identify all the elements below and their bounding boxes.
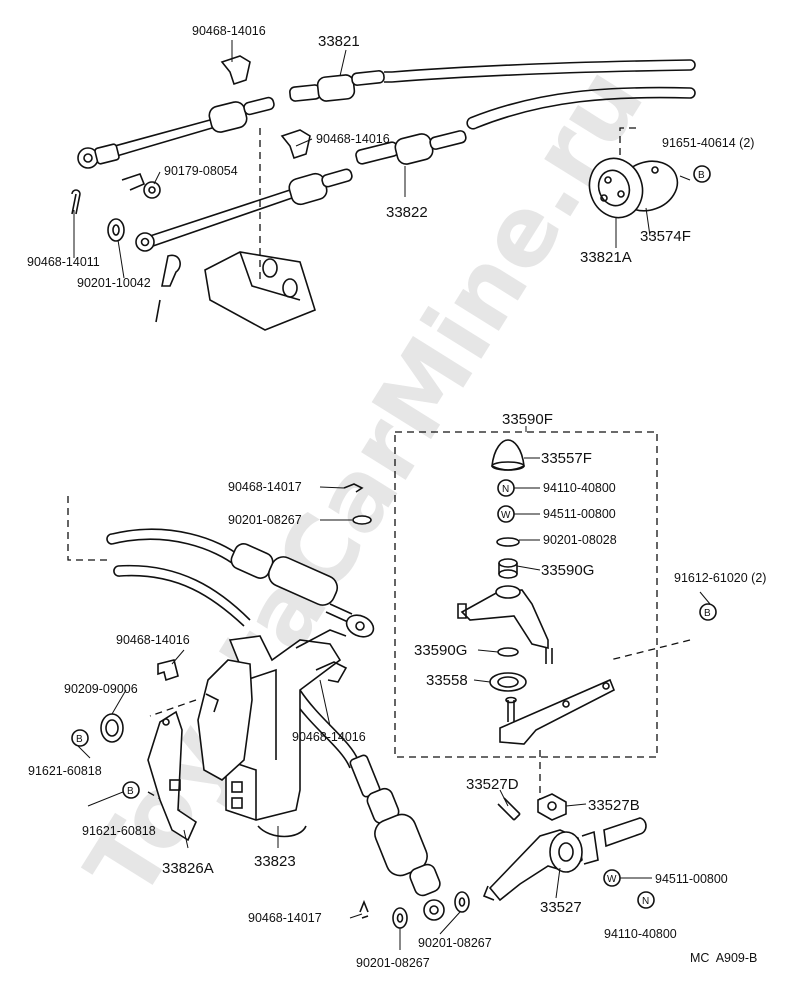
label-33823: 33823 <box>254 853 296 870</box>
kit-leaders <box>473 457 541 683</box>
label-90201-08267-b: 90201-08267 <box>418 936 492 950</box>
label-94110-40800-b: 94110-40800 <box>604 927 677 941</box>
label-90179-08054: 90179-08054 <box>164 164 238 178</box>
label-33574f: 33574F <box>640 228 691 245</box>
label-33821: 33821 <box>318 33 360 50</box>
symbol-n-label-2: N <box>642 896 649 907</box>
label-91621-60818-a: 91621-60818 <box>28 764 102 778</box>
label-33590g-b: 33590G <box>414 642 467 659</box>
nut-symbol-n-2 <box>637 891 655 909</box>
kit-33590f-box <box>394 431 658 758</box>
bolt-symbol-b-2 <box>699 603 717 621</box>
bottom-assembly <box>67 483 691 929</box>
label-90468-14011: 90468-14011 <box>27 255 100 269</box>
label-33557f: 33557F <box>541 450 592 467</box>
part-labels: 90468-14016 33821 90468-14016 90179-0805… <box>27 24 766 970</box>
label-90201-08267-c: 90201-08267 <box>356 956 430 970</box>
bottom-leaders <box>75 486 711 950</box>
label-90201-08028: 90201-08028 <box>543 533 617 547</box>
symbol-n-label: N <box>502 484 509 495</box>
bolt-symbol-b <box>693 165 711 183</box>
label-91612-61020: 91612-61020 (2) <box>674 571 766 585</box>
label-90201-10042: 90201-10042 <box>77 276 151 290</box>
label-94511-00800-a: 94511-00800 <box>543 507 616 521</box>
label-94511-00800-b: 94511-00800 <box>655 872 728 886</box>
sheet-code: MC A909-B <box>690 951 757 965</box>
bolt-symbol-b-3 <box>71 729 89 747</box>
washer-symbol-w <box>497 505 515 523</box>
symbol-b-label-2: B <box>704 608 711 619</box>
label-33826a: 33826A <box>162 860 214 877</box>
label-33527d: 33527D <box>466 776 519 793</box>
dash-top-2 <box>619 127 640 155</box>
label-33822: 33822 <box>386 204 428 221</box>
label-91651-40614: 91651-40614 (2) <box>662 136 754 150</box>
label-33558: 33558 <box>426 672 468 689</box>
symbol-b-label-4: B <box>127 786 134 797</box>
top-cable-assembly <box>71 55 696 331</box>
label-33821a: 33821A <box>580 249 632 266</box>
label-94110-40800-a: 94110-40800 <box>543 481 616 495</box>
label-91621-60818-b: 91621-60818 <box>82 824 156 838</box>
label-33590f: 33590F <box>502 411 553 428</box>
label-90209-09006: 90209-09006 <box>64 682 138 696</box>
nut-symbol-n <box>497 479 515 497</box>
label-90468-14016-c: 90468-14016 <box>116 633 190 647</box>
label-90468-14017-a: 90468-14017 <box>228 480 302 494</box>
symbol-b-label: B <box>698 170 705 181</box>
label-90201-08267-a: 90201-08267 <box>228 513 302 527</box>
label-33590g-a: 33590G <box>541 562 594 579</box>
symbol-b-label-3: B <box>76 734 83 745</box>
kit-parts <box>457 439 616 745</box>
label-90468-14016-b: 90468-14016 <box>316 132 390 146</box>
label-90468-14016-d: 90468-14016 <box>292 730 366 744</box>
label-90468-14016-a: 90468-14016 <box>192 24 266 38</box>
bolt-symbol-b-4 <box>122 781 140 799</box>
label-90468-14017-b: 90468-14017 <box>248 911 322 925</box>
symbol-w-label: W <box>501 510 511 521</box>
top-leaders <box>73 40 691 279</box>
label-33527: 33527 <box>540 899 582 916</box>
washer-symbol-w-2 <box>603 869 621 887</box>
label-33527b: 33527B <box>588 797 640 814</box>
symbol-w-label-2: W <box>607 874 617 885</box>
